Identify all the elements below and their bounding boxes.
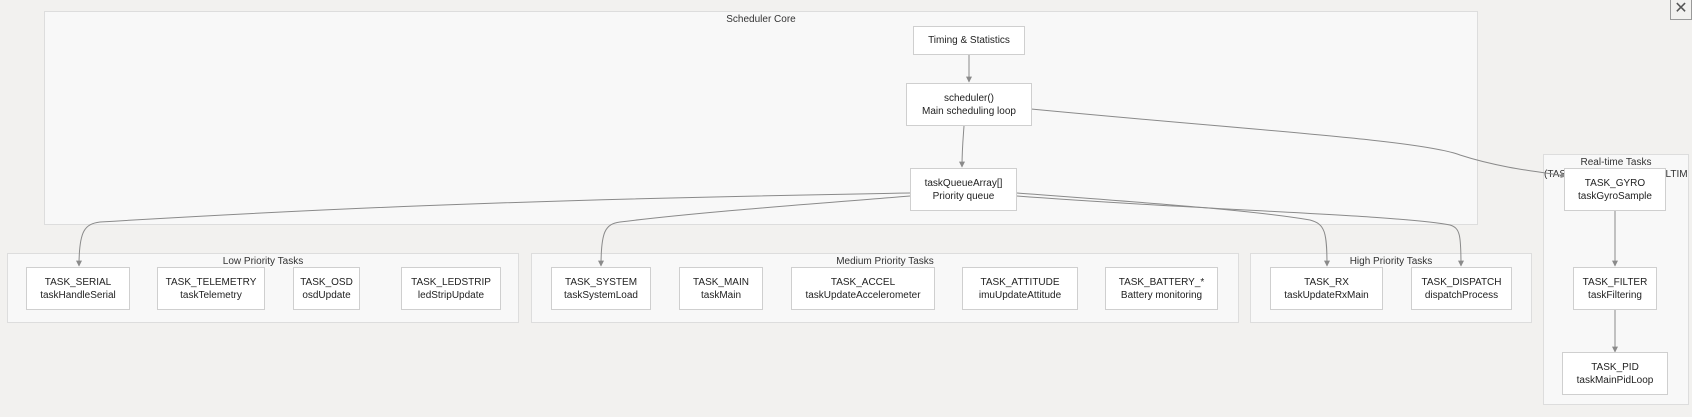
node-line2: dispatchProcess (1424, 289, 1499, 301)
group-label: Low Priority Tasks (222, 256, 304, 267)
node-line1: TASK_PID (1591, 361, 1639, 373)
node-line2: taskTelemetry (180, 289, 242, 301)
node-task-system[interactable]: TASK_SYSTEM taskSystemLoad (551, 267, 651, 310)
node-line2: Battery monitoring (1120, 289, 1203, 301)
node-line1: scheduler() (943, 92, 995, 104)
node-task-ledstrip[interactable]: TASK_LEDSTRIP ledStripUpdate (401, 267, 501, 310)
node-scheduler[interactable]: scheduler() Main scheduling loop (906, 83, 1032, 126)
node-line1: TASK_ACCEL (830, 276, 896, 288)
node-task-battery[interactable]: TASK_BATTERY_* Battery monitoring (1105, 267, 1218, 310)
node-timing-statistics[interactable]: Timing & Statistics (913, 26, 1025, 55)
node-line1: TASK_ATTITUDE (980, 276, 1060, 288)
node-line2: taskGyroSample (1578, 190, 1652, 202)
node-line2: ledStripUpdate (417, 289, 485, 301)
node-line1: TASK_OSD (300, 276, 353, 288)
node-line2: taskFiltering (1588, 289, 1642, 301)
group-label: Scheduler Core (726, 14, 796, 25)
node-task-rx[interactable]: TASK_RX taskUpdateRxMain (1270, 267, 1383, 310)
node-line1: taskQueueArray[] (924, 177, 1003, 189)
node-line2: taskHandleSerial (40, 289, 116, 301)
node-line1: TASK_TELEMETRY (165, 276, 257, 288)
node-line1: TASK_BATTERY_* (1118, 276, 1205, 288)
node-line2: taskMain (700, 289, 741, 301)
node-task-dispatch[interactable]: TASK_DISPATCH dispatchProcess (1411, 267, 1512, 310)
node-task-pid[interactable]: TASK_PID taskMainPidLoop (1562, 352, 1668, 395)
node-line1: TASK_RX (1304, 276, 1349, 288)
node-line2: taskUpdateRxMain (1284, 289, 1369, 301)
node-line1: Timing & Statistics (928, 35, 1010, 46)
node-task-gyro[interactable]: TASK_GYRO taskGyroSample (1564, 168, 1666, 211)
node-line2: Priority queue (932, 190, 995, 202)
node-task-telemetry[interactable]: TASK_TELEMETRY taskTelemetry (157, 267, 265, 310)
node-line2: Main scheduling loop (922, 105, 1016, 117)
group-label: Medium Priority Tasks (836, 256, 934, 267)
node-task-attitude[interactable]: TASK_ATTITUDE imuUpdateAttitude (962, 267, 1078, 310)
group-label: Real-time Tasks (1580, 157, 1652, 168)
node-line1: TASK_SYSTEM (564, 276, 638, 288)
node-line2: taskUpdateAccelerometer (805, 289, 921, 301)
node-line1: TASK_GYRO (1584, 177, 1646, 189)
node-task-osd[interactable]: TASK_OSD osdUpdate (293, 267, 360, 310)
node-line1: TASK_FILTER (1582, 276, 1648, 288)
node-line1: TASK_LEDSTRIP (411, 276, 491, 288)
group-scheduler-core: Scheduler Core (44, 11, 1478, 225)
close-icon[interactable]: ✕ (1670, 0, 1692, 20)
node-line1: TASK_DISPATCH (1421, 276, 1502, 288)
node-task-accel[interactable]: TASK_ACCEL taskUpdateAccelerometer (791, 267, 935, 310)
node-task-serial[interactable]: TASK_SERIAL taskHandleSerial (26, 267, 130, 310)
node-line2: taskSystemLoad (564, 289, 638, 301)
node-task-queue[interactable]: taskQueueArray[] Priority queue (910, 168, 1017, 211)
node-task-main[interactable]: TASK_MAIN taskMain (679, 267, 763, 310)
group-label: High Priority Tasks (1349, 256, 1433, 267)
node-line1: TASK_SERIAL (44, 276, 112, 288)
node-line2: taskMainPidLoop (1576, 374, 1654, 386)
node-line2: imuUpdateAttitude (978, 289, 1062, 301)
node-line1: TASK_MAIN (693, 276, 749, 288)
node-task-filter[interactable]: TASK_FILTER taskFiltering (1573, 267, 1657, 310)
node-line2: osdUpdate (302, 289, 351, 301)
